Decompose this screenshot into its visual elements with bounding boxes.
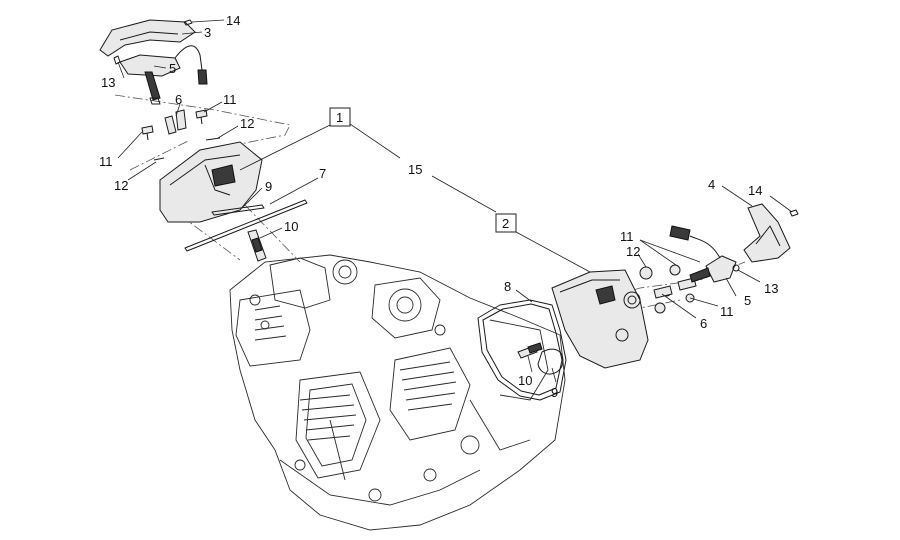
callout-12-right: 12 — [626, 244, 640, 259]
screw-part-14-right — [789, 209, 799, 217]
gasket-part-9-right — [537, 348, 564, 375]
screw-part-13-left — [113, 55, 121, 65]
callout-11-right-top: 11 — [620, 229, 634, 244]
callout-6-left: 6 — [175, 92, 182, 107]
callout-10-right: 10 — [518, 373, 532, 388]
cover-part-4 — [743, 203, 791, 263]
callout-14-right: 14 — [748, 183, 762, 198]
callout-box-2 — [495, 213, 517, 233]
callout-labels: 14 3 5 13 6 11 12 11 12 9 7 10 1 15 2 8 … — [99, 13, 778, 400]
leader-lines — [117, 19, 793, 383]
callout-15: 15 — [408, 162, 422, 177]
gasket-part-7 — [184, 199, 308, 252]
seal-part-11-left-a — [141, 125, 154, 135]
callout-6-right: 6 — [700, 316, 707, 331]
pin-part-12-left-b — [205, 137, 221, 141]
callout-13-left: 13 — [101, 75, 115, 90]
pin-part-12-left-a — [153, 157, 165, 161]
callout-9-left: 9 — [265, 179, 272, 194]
bush-part-6-left — [164, 115, 177, 135]
callout-7: 7 — [319, 166, 326, 181]
screw-part-14 — [183, 19, 193, 26]
screw-part-13-right — [732, 264, 740, 272]
callout-5-left: 5 — [169, 61, 176, 76]
callout-5-right: 5 — [744, 293, 751, 308]
callout-13-right: 13 — [764, 281, 778, 296]
callout-12-lower: 12 — [114, 178, 128, 193]
callout-11-upper: 11 — [223, 92, 237, 107]
head-cover-part-2 — [551, 269, 649, 369]
callout-11-lower: 11 — [99, 154, 113, 169]
right-head-cover-assembly — [477, 203, 799, 401]
callout-9-right: 9 — [551, 385, 558, 400]
callout-2: 2 — [502, 216, 509, 231]
callout-1: 1 — [336, 110, 343, 125]
gasket-part-8 — [477, 299, 567, 401]
callout-12-upper: 12 — [240, 116, 254, 131]
callout-8: 8 — [504, 279, 511, 294]
ignition-coil-part-5 — [119, 54, 181, 77]
head-cover-part-1 — [159, 141, 263, 223]
left-head-cover-assembly — [99, 19, 308, 262]
seal-part-11-right-a — [669, 264, 681, 276]
ignition-coil-part-5-right — [705, 255, 737, 283]
callout-11-right-bottom: 11 — [720, 304, 734, 319]
engine-block — [229, 254, 566, 531]
callout-4: 4 — [708, 177, 715, 192]
callout-10-left: 10 — [284, 219, 298, 234]
cover-part-3 — [99, 19, 196, 57]
callout-14-top: 14 — [226, 13, 240, 28]
callout-box-1 — [329, 107, 351, 127]
seal-part-11-right-b — [654, 302, 666, 314]
callout-3: 3 — [204, 25, 211, 40]
bush-part-6-right — [653, 285, 673, 299]
seal-part-12-right — [639, 266, 653, 280]
gasket-part-9-left — [211, 204, 265, 216]
